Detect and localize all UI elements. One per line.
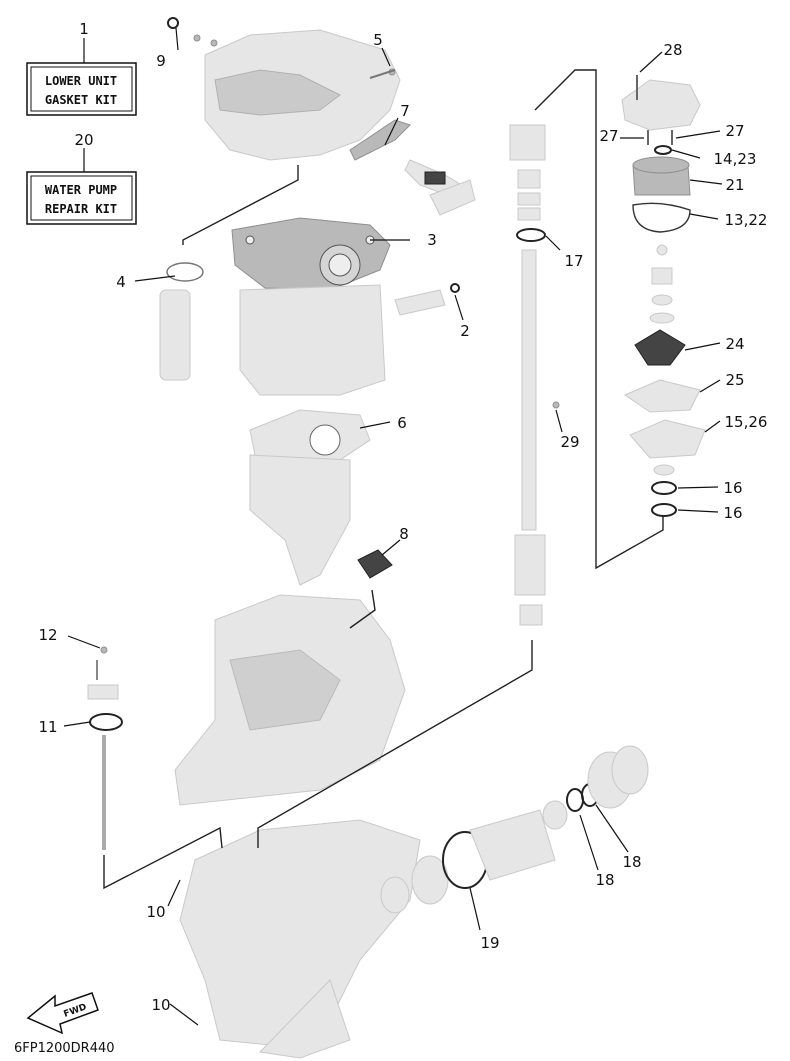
callout-21: 21 [725,176,744,194]
callout-2: 2 [460,322,470,340]
water-pump-assembly [621,75,706,517]
gear-case [179,819,421,1059]
water-tube-4 [159,262,204,381]
callout-25: 25 [725,371,744,389]
callout-15-26: 15,26 [725,413,768,431]
callout-16-lower: 16 [723,504,742,522]
callout-18-left: 18 [595,871,614,889]
reference-lines [103,69,664,890]
leader-lines [63,27,723,1026]
diagram-code: 6FP1200DR440 [14,1041,115,1056]
gasket-6 [249,409,371,466]
callout-16-upper: 16 [723,479,742,497]
kit-label-line2: GASKET KIT [45,93,117,107]
forward-arrow-icon: FWD [26,992,99,1035]
callout-19: 19 [480,934,499,952]
gasket-3 [231,217,391,291]
callout-20: 20 [74,131,93,149]
drive-shaft-housing [239,283,460,396]
o-ring-9 [167,17,179,29]
callout-1: 1 [79,20,89,38]
callout-10-upper: 10 [146,903,165,921]
callout-27-right: 27 [725,122,744,140]
water-tube-assembly [87,646,123,850]
callout-29: 29 [560,433,579,451]
callout-9: 9 [156,52,166,70]
callout-27-left: 27 [599,127,618,145]
callout-8: 8 [399,525,409,543]
callout-24: 24 [725,335,744,353]
callout-7: 7 [400,102,410,120]
kit-label-line1: WATER PUMP [45,183,117,197]
lower-unit-gasket-kit-box: LOWER UNIT GASKET KIT [26,62,137,116]
callout-5: 5 [373,31,383,49]
anode-8 [357,549,393,579]
water-pump-repair-kit-box: WATER PUMP REPAIR KIT [26,171,137,225]
callout-11: 11 [38,718,57,736]
callout-3: 3 [427,231,437,249]
propeller-shaft-housing [380,745,649,914]
exhaust-guide [249,454,351,586]
upper-casing-cover [167,17,401,161]
callout-14-23: 14,23 [714,150,757,168]
callout-13-22: 13,22 [725,211,768,229]
callout-10-lower: 10 [151,996,170,1014]
lower-case-upper [174,594,406,806]
callout-12: 12 [38,626,57,644]
cable-bracket-7 [349,119,476,216]
callout-17: 17 [564,252,583,270]
drive-shaft [509,124,560,626]
callout-28: 28 [663,41,682,59]
callout-18-right: 18 [622,853,641,871]
kit-label-line2: REPAIR KIT [45,202,117,216]
callout-4: 4 [116,273,126,291]
o-ring-2 [450,283,460,293]
kit-label-line1: LOWER UNIT [45,74,117,88]
callout-6: 6 [397,414,407,432]
